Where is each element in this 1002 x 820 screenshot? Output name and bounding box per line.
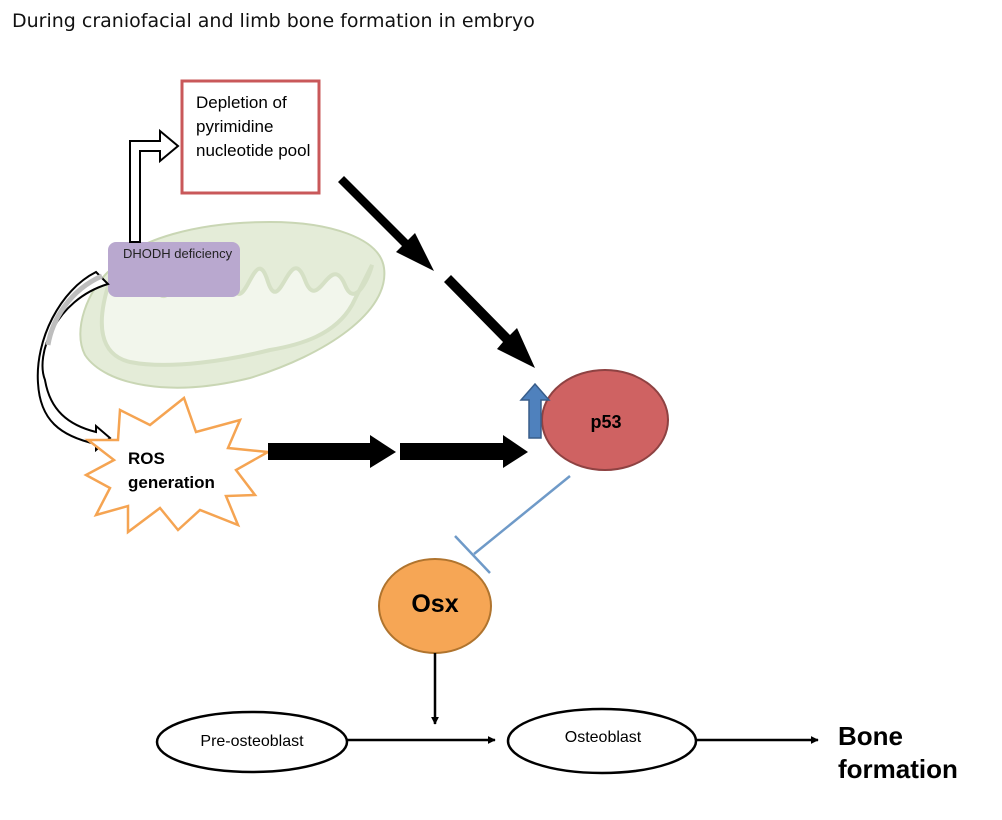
depletion-to-p53-arrows (338, 176, 535, 368)
diagram-title: During craniofacial and limb bone format… (12, 10, 535, 32)
p53-inhibits-osx (454, 475, 571, 574)
osteoblast-label: Osteoblast (564, 729, 642, 746)
dhodh-to-depletion-arrow (129, 128, 180, 243)
dhodh-label: DHODH deficiency (123, 246, 233, 261)
osx-label: Osx (411, 590, 459, 618)
ros-starburst (83, 395, 273, 535)
ros-to-p53-arrows (268, 435, 528, 468)
up-arrow-icon (519, 382, 551, 439)
depletion-box (180, 79, 321, 195)
pre-osteoblast-label: Pre-osteoblast (200, 733, 304, 750)
p53-node (541, 369, 669, 471)
p53-label: p53 (590, 412, 622, 432)
depletion-label: Depletion of pyrimidine nucleotide pool (196, 93, 311, 160)
dhodh-box (108, 242, 240, 297)
ros-label: ROS generation (128, 449, 215, 492)
bone-formation-label: Bone formation (838, 721, 958, 784)
pre-osteoblast-node (155, 710, 349, 774)
